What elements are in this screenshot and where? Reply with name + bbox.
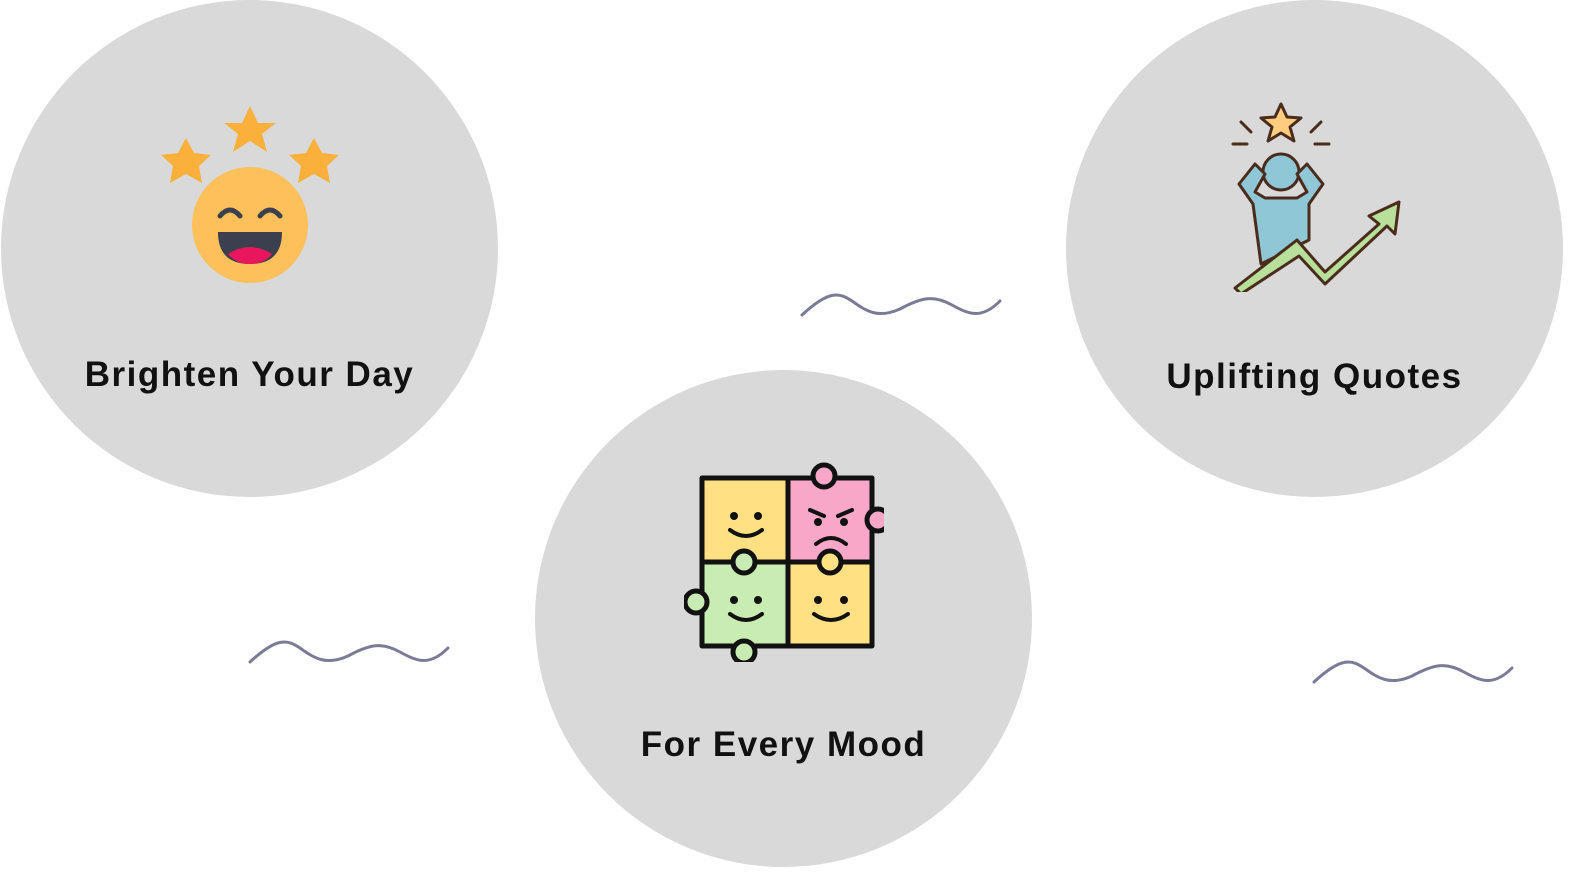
card-uplifting-quotes: Uplifting Quotes	[1066, 0, 1563, 497]
growth-person-arrow-icon	[1231, 102, 1400, 292]
laughing-face-stars-icon	[160, 106, 339, 283]
card-title: Uplifting Quotes	[1166, 357, 1463, 396]
wave-decoration	[1312, 660, 1514, 684]
wave-decoration	[248, 640, 450, 664]
wave-decoration	[800, 293, 1002, 317]
card-title: For Every Mood	[640, 725, 927, 764]
card-for-every-mood: For Every Mood	[535, 370, 1032, 867]
card-brighten-your-day: Brighten Your Day	[1, 0, 498, 497]
mood-puzzle-icon	[683, 462, 884, 662]
card-title: Brighten Your Day	[84, 355, 415, 394]
